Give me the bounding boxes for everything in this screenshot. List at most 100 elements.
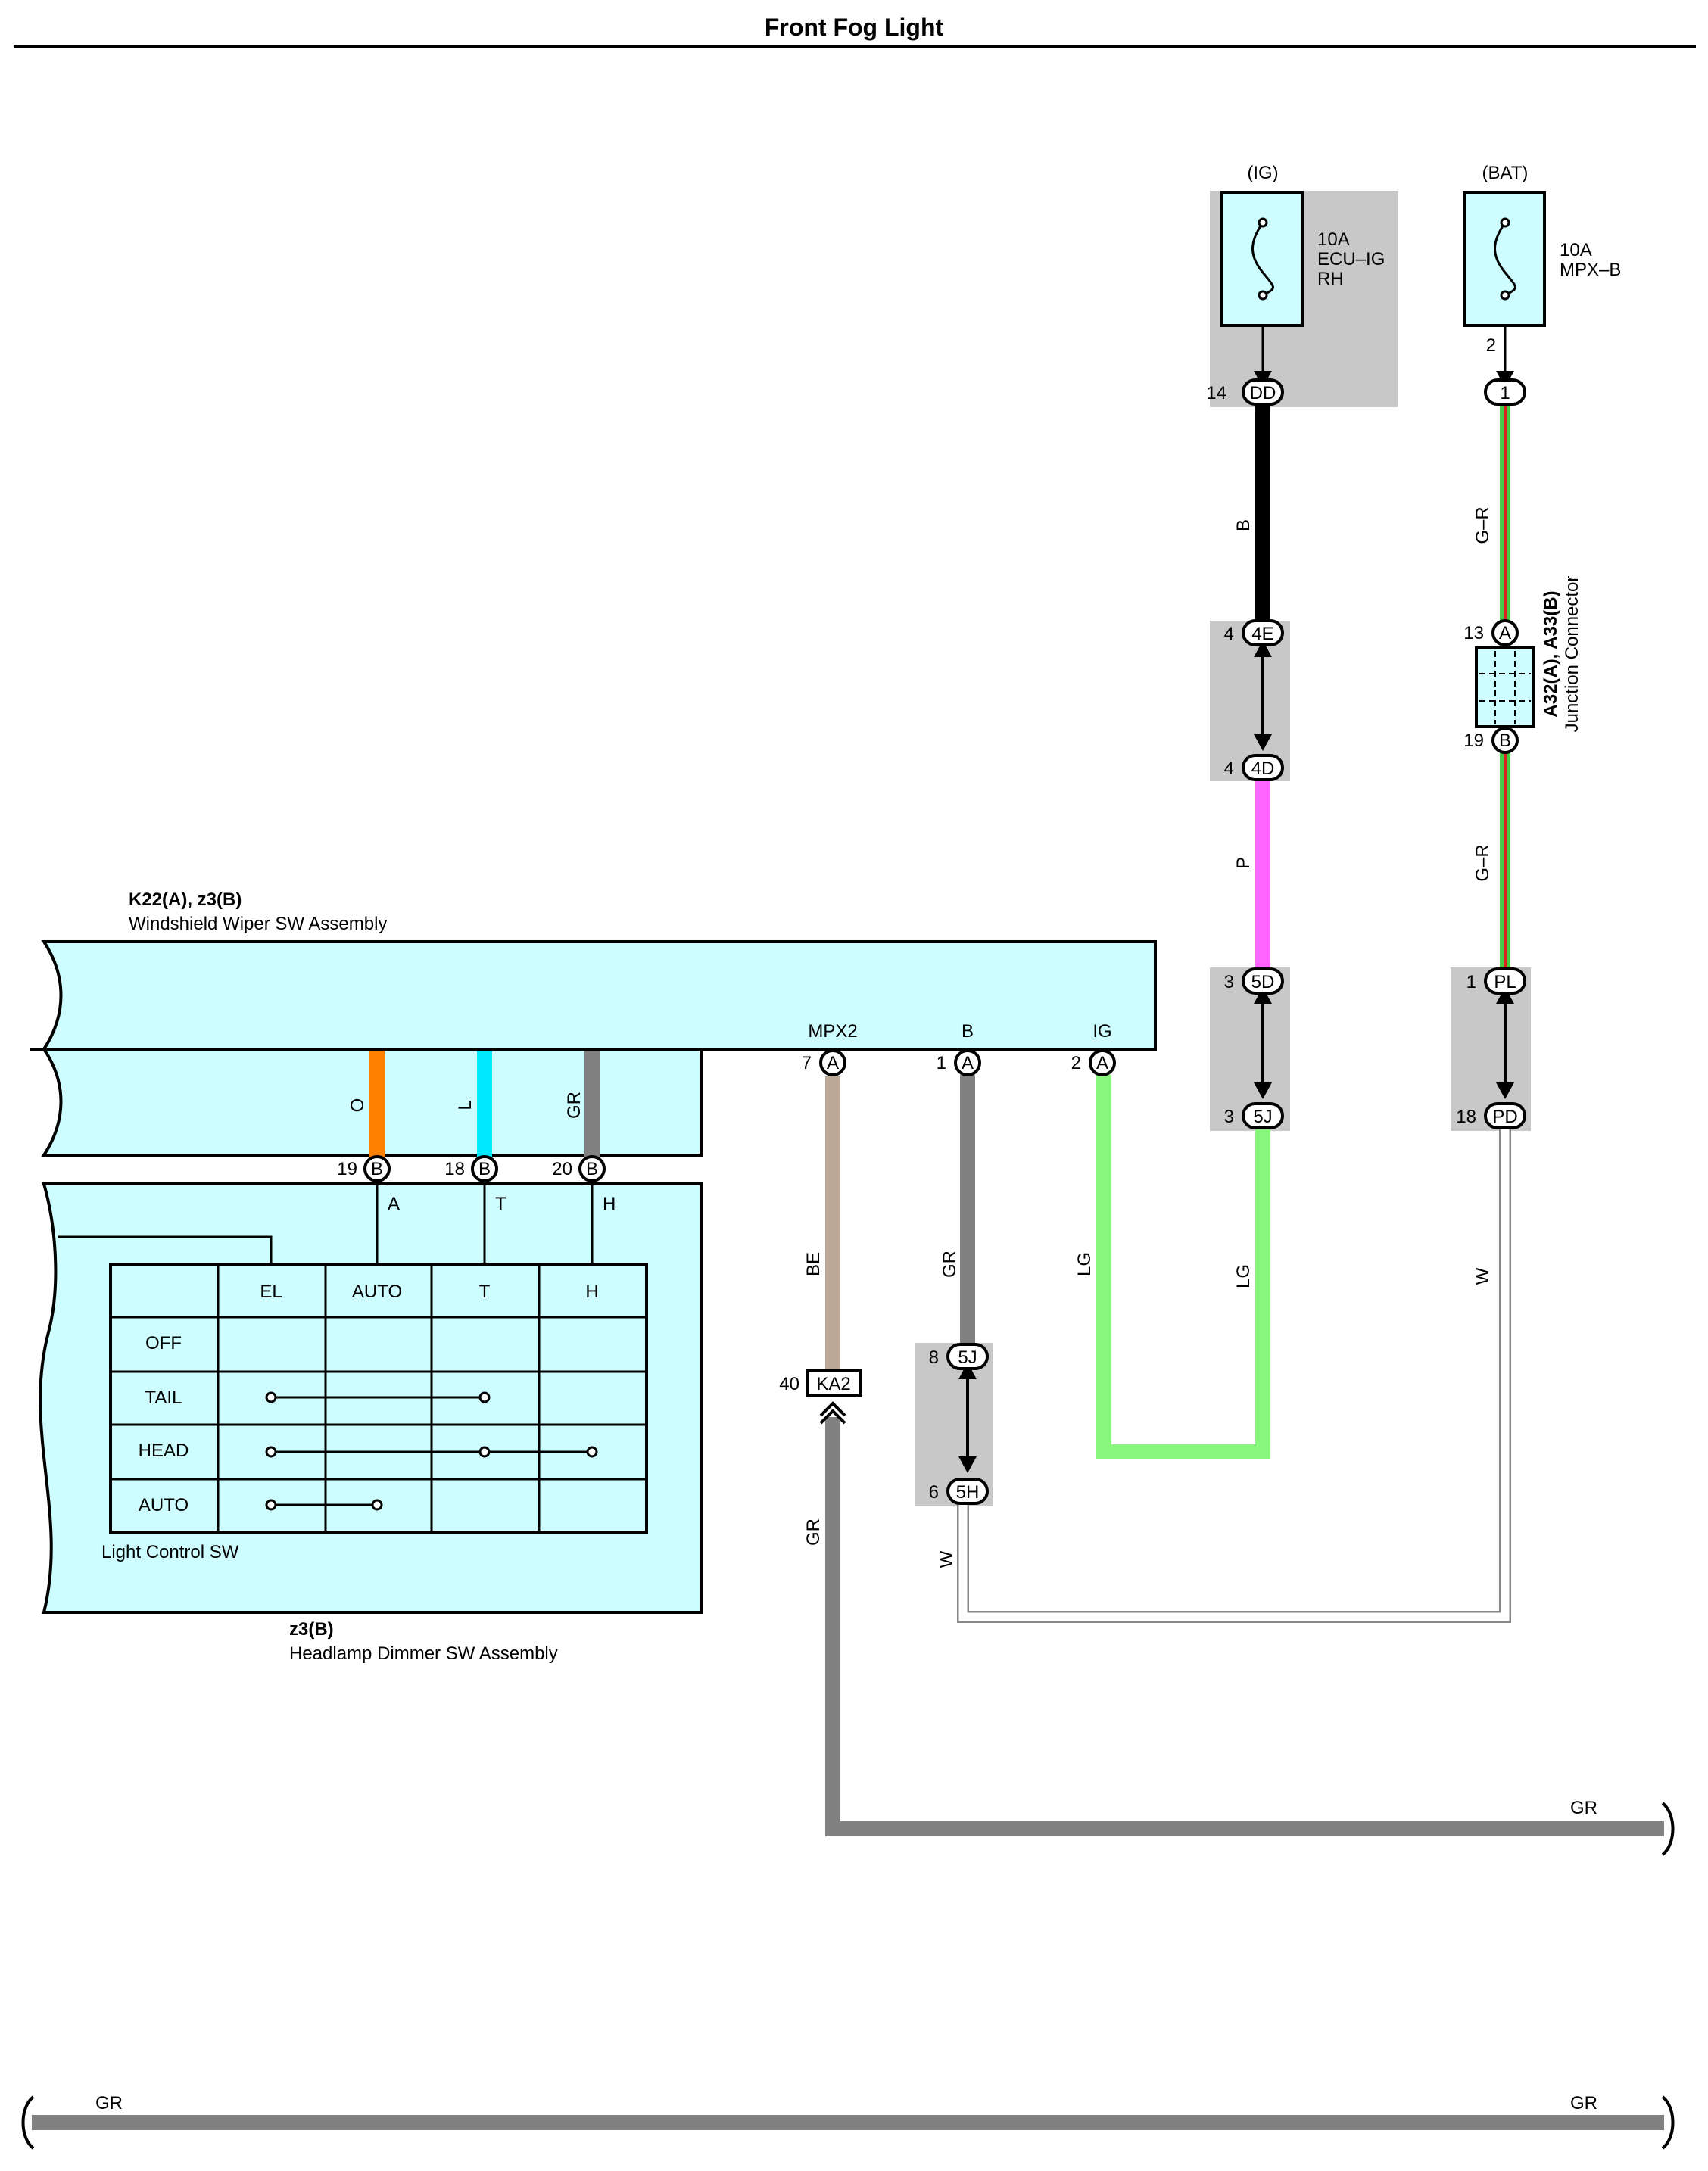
junction-connector-box [1475, 646, 1535, 728]
conn-4e-label: 4E [1251, 624, 1273, 644]
wire-label-gr-low: GR [803, 1518, 824, 1546]
fuse-ecu-ig-rh [1220, 191, 1304, 327]
table-row-head: HEAD [139, 1441, 189, 1461]
conn-dd [1242, 378, 1284, 406]
wire-lg [1096, 1075, 1270, 1459]
fuse-bat-name: MPX–B [1560, 260, 1621, 280]
signal-h: H [603, 1194, 616, 1214]
conn-5h-pin: 6 [929, 1482, 939, 1503]
wire-label-lg-left: LG [1074, 1252, 1095, 1276]
conn-5j-label: 5J [958, 1347, 977, 1368]
terminal-ig: IG [1092, 1021, 1111, 1042]
diagram-title: Front Fog Light [764, 14, 944, 41]
conn-dd-label: DD [1250, 383, 1276, 403]
conn-dd-pin: 14 [1206, 383, 1226, 403]
conn-1 [1484, 378, 1526, 406]
wire-label-lg-right: LG [1233, 1264, 1254, 1288]
wiper-assembly-code: K22(A), z3(B) [129, 889, 242, 910]
terminal-b: B [962, 1021, 974, 1042]
wire-label-gr-mid: GR [940, 1251, 960, 1278]
wire-label-g-r-top: G–R [1473, 506, 1493, 544]
arrow-heads [958, 371, 1514, 1473]
signal-t: T [495, 1194, 506, 1214]
table-col-h: H [585, 1282, 598, 1302]
junction-connector-grid [1479, 651, 1531, 724]
fuse-mpx-b [1463, 191, 1546, 327]
junction-conn-a [1491, 619, 1519, 646]
pin-19: 19 [337, 1159, 357, 1179]
wire-label-gr-bottom-left: GR [95, 2093, 123, 2113]
light-control-sw-label: Light Control SW [101, 1542, 239, 1562]
junction-conn-b-label: B [1499, 730, 1511, 751]
conn-a7-pin: 7 [802, 1053, 812, 1073]
ig-supply-label: (IG) [1247, 163, 1278, 183]
conn-a2-pin: 2 [1071, 1053, 1081, 1073]
wire-label-l: L [455, 1100, 475, 1110]
conn-a1 [954, 1049, 981, 1076]
fuse-terminal-icon [1258, 290, 1268, 301]
table-row-tail: TAIL [145, 1388, 182, 1408]
conn-4d [1242, 754, 1284, 781]
junction-conn-b-pin: 19 [1463, 730, 1484, 751]
wire-label-g-r-bottom: G–R [1473, 844, 1493, 881]
fuse-ig-name-1: ECU–IG [1317, 249, 1385, 269]
wire-label-w-right: W [1473, 1267, 1493, 1285]
conn-b19 [363, 1155, 391, 1182]
conn-a1-pin: 1 [937, 1053, 946, 1073]
wire-label-p: P [1233, 857, 1254, 869]
conn-4d-label: 4D [1251, 758, 1275, 779]
junction-connector-code: A32(A), A33(B) [1541, 590, 1561, 717]
conn-5j-top-pin: 3 [1224, 1107, 1234, 1127]
conn-pl-label: PL [1494, 972, 1516, 992]
table-col-el: EL [260, 1282, 282, 1302]
conn-ka2 [806, 1369, 862, 1397]
wire-gr-run [825, 1417, 1664, 1836]
conn-pd-label: PD [1492, 1107, 1517, 1127]
conn-a1-label: A [962, 1053, 974, 1073]
table-col-t: T [479, 1282, 491, 1302]
wire-label-gr-run: GR [1570, 1798, 1597, 1818]
conn-5h-label: 5H [956, 1482, 980, 1503]
conn-pl-pin: 1 [1466, 972, 1476, 992]
conn-5d [1242, 967, 1284, 995]
conn-5j [946, 1343, 989, 1370]
fuse-terminal-icon [1500, 217, 1510, 228]
conn-4e-pin: 4 [1224, 624, 1234, 644]
conn-b18 [471, 1155, 498, 1182]
wiper-assembly-name: Windshield Wiper SW Assembly [129, 914, 387, 934]
fuse-bat-rating: 10A [1560, 240, 1592, 260]
fuse-element-icon [1251, 222, 1274, 297]
conn-4e [1242, 619, 1284, 646]
ka2-chevron-icon [819, 1401, 846, 1425]
conn-b20 [578, 1155, 606, 1182]
wire-w [958, 1128, 1510, 1621]
fuse-terminal-icon [1500, 290, 1510, 301]
fuse-terminal-icon [1258, 217, 1268, 228]
pin-18: 18 [444, 1159, 465, 1179]
pin-20: 20 [552, 1159, 572, 1179]
junction-conn-a-pin: 13 [1463, 623, 1484, 643]
wire-label-gr-sw: GR [564, 1092, 584, 1119]
fuse-ig-name-2: RH [1317, 269, 1344, 289]
conn-5d-pin: 3 [1224, 972, 1234, 992]
conn-1-label: 1 [1500, 383, 1510, 403]
conn-4d-pin: 4 [1224, 758, 1234, 779]
break-mark-left [21, 2095, 35, 2150]
wire-label-b: B [1233, 519, 1254, 531]
conn-a7-label: A [827, 1053, 839, 1073]
conn-pd [1484, 1102, 1526, 1129]
table-continuity-marks [265, 1391, 598, 1511]
conn-5j-pin: 8 [929, 1347, 939, 1368]
signal-a: A [388, 1194, 400, 1214]
terminal-mpx2: MPX2 [808, 1021, 857, 1042]
conn-5h [946, 1478, 989, 1505]
junction-conn-a-label: A [1499, 623, 1511, 643]
fuse-bat-pin: 2 [1486, 335, 1496, 356]
conn-5d-label: 5D [1251, 972, 1275, 992]
conn-5j-top-label: 5J [1253, 1107, 1272, 1127]
wire-label-w-bottom: W [937, 1550, 957, 1568]
conn-ka2-pin: 40 [779, 1374, 799, 1394]
dimmer-assembly-code: z3(B) [289, 1619, 334, 1640]
wire-label-o: O [348, 1098, 368, 1113]
